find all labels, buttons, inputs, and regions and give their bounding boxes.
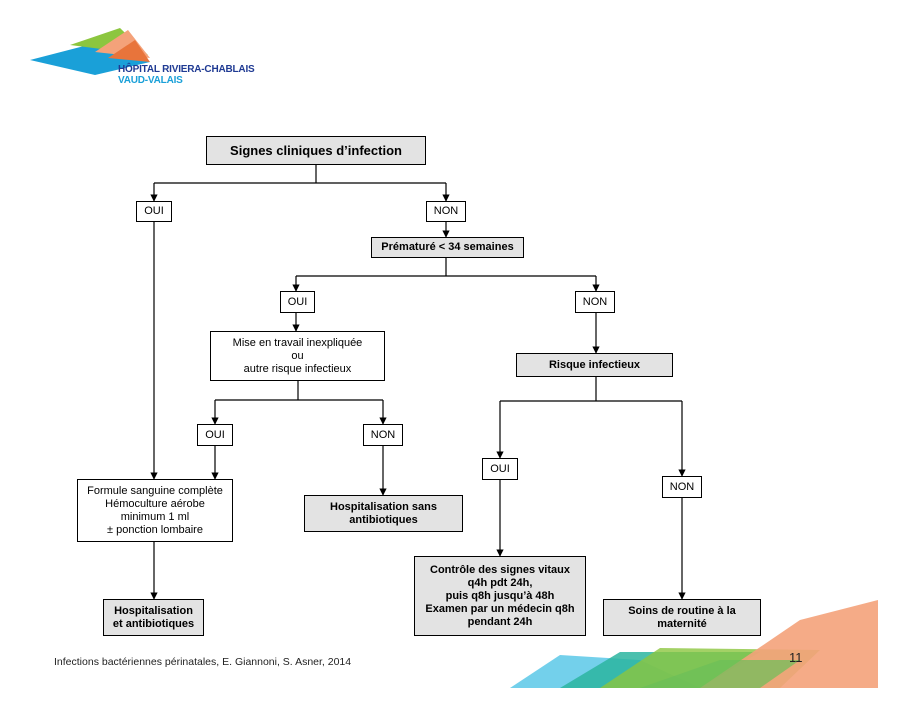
decision-labor-yes-label: OUI (205, 428, 225, 441)
logo-name-line1: HÔPITAL RIVIERA-CHABLAIS (118, 64, 255, 75)
node-lab-workup-label: Formule sanguine complète Hémoculture aé… (87, 484, 223, 536)
footer-citation: Infections bactériennes périnatales, E. … (54, 656, 352, 668)
node-clinical-signs-label: Signes cliniques d’infection (230, 143, 402, 158)
node-hosp-antibiotics: Hospitalisation et antibiotiques (103, 599, 204, 636)
node-infectious-risk: Risque infectieux (516, 353, 673, 377)
page-number: 11 (789, 650, 803, 665)
node-labor-risk-label: Mise en travail inexpliquée ou autre ris… (232, 336, 363, 375)
node-labor-risk: Mise en travail inexpliquée ou autre ris… (210, 331, 385, 381)
logo-name-line2: VAUD-VALAIS (118, 75, 183, 86)
node-infectious-risk-label: Risque infectieux (548, 358, 641, 371)
footer-wave-shapes (510, 600, 878, 688)
decision-risk-no: NON (662, 476, 702, 498)
decision-risk-yes: OUI (482, 458, 518, 480)
decision-labor-yes: OUI (197, 424, 233, 446)
decision-premature-no: NON (575, 291, 615, 313)
decision-premature-yes: OUI (280, 291, 315, 313)
node-routine-care-label: Soins de routine à la maternité (628, 604, 736, 630)
node-lab-workup: Formule sanguine complète Hémoculture aé… (77, 479, 233, 542)
node-hosp-antibiotics-label: Hospitalisation et antibiotiques (112, 604, 195, 630)
decision-root-no: NON (426, 201, 466, 222)
node-hosp-no-antibiotics: Hospitalisation sans antibiotiques (304, 495, 463, 532)
node-hosp-no-antibiotics-label: Hospitalisation sans antibiotiques (330, 500, 437, 526)
node-premature-label: Prématuré < 34 semaines (381, 241, 514, 253)
decision-risk-yes-label: OUI (490, 462, 510, 475)
decision-risk-no-label: NON (669, 480, 695, 493)
decision-premature-yes-label: OUI (287, 295, 308, 308)
node-monitoring-label: Contrôle des signes vitaux q4h pdt 24h, … (425, 563, 575, 628)
decision-root-yes: OUI (136, 201, 172, 222)
decision-root-yes-label: OUI (144, 205, 164, 217)
decision-labor-no: NON (363, 424, 403, 446)
decision-labor-no-label: NON (370, 428, 396, 441)
hospital-logo-icon (30, 28, 150, 75)
node-clinical-signs: Signes cliniques d’infection (206, 136, 426, 165)
decision-premature-no-label: NON (582, 295, 608, 308)
node-premature: Prématuré < 34 semaines (371, 237, 524, 258)
node-monitoring: Contrôle des signes vitaux q4h pdt 24h, … (414, 556, 586, 636)
decision-root-no-label: NON (433, 205, 459, 217)
node-routine-care: Soins de routine à la maternité (603, 599, 761, 636)
